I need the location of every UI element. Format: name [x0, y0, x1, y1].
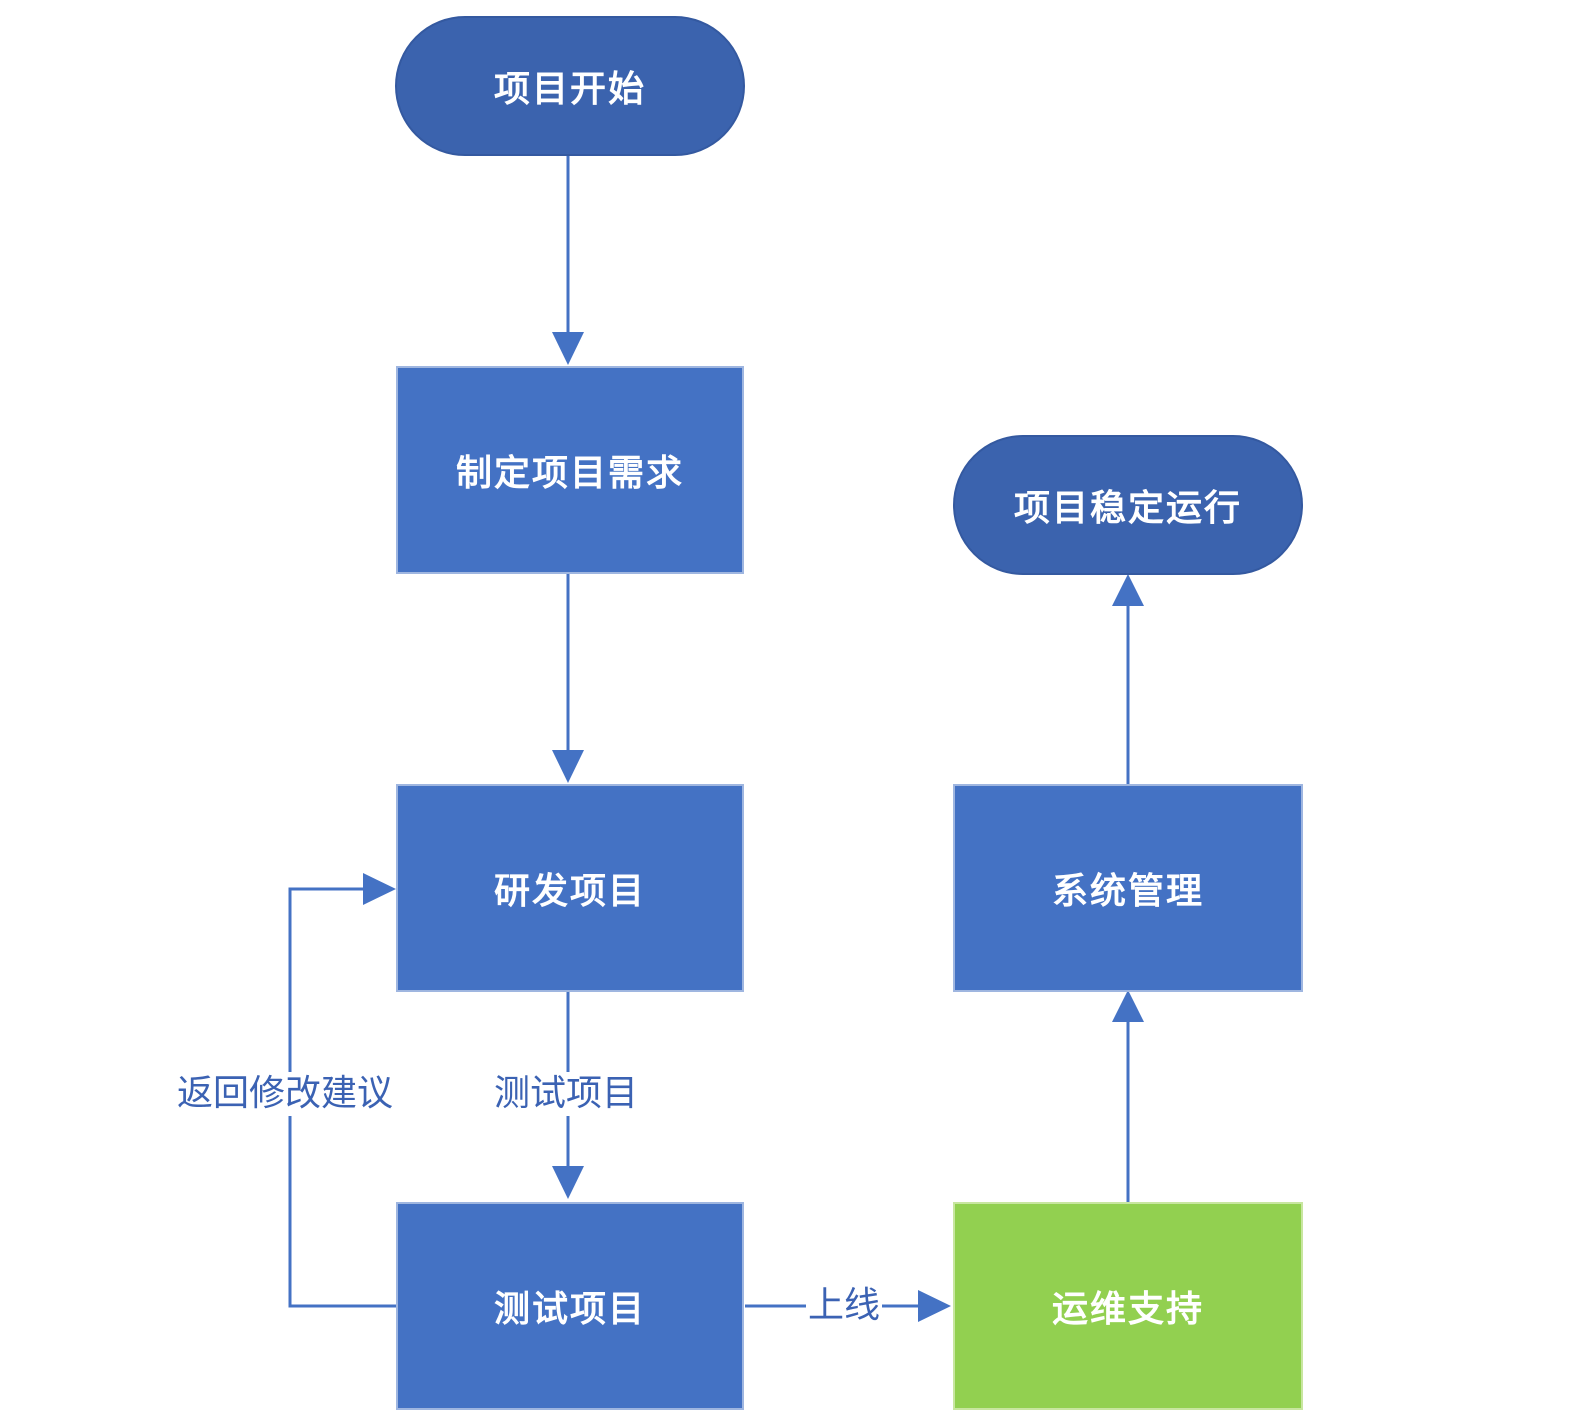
node-develop-label: 研发项目 — [493, 871, 646, 912]
arrowhead-feedback — [363, 873, 396, 905]
node-support-label: 运维支持 — [1051, 1289, 1204, 1330]
node-test-label: 测试项目 — [493, 1289, 646, 1330]
edge-label-testing: 测试项目 — [490, 1072, 643, 1116]
node-requirements-label: 制定项目需求 — [455, 453, 684, 494]
node-end: 项目稳定运行 — [953, 435, 1303, 575]
arrowhead-requirements-to-develop — [552, 750, 584, 783]
node-system-mgmt-label: 系统管理 — [1051, 871, 1204, 912]
node-support: 运维支持 — [953, 1202, 1303, 1410]
arrowhead-support-to-system — [1112, 990, 1144, 1022]
node-develop: 研发项目 — [396, 784, 744, 992]
arrowhead-system-to-end — [1112, 574, 1144, 606]
node-start: 项目开始 — [395, 16, 745, 156]
node-test: 测试项目 — [396, 1202, 744, 1410]
node-start-label: 项目开始 — [493, 69, 646, 110]
edge-label-go-live: 上线 — [806, 1284, 883, 1328]
node-requirements: 制定项目需求 — [396, 366, 744, 574]
node-system-mgmt: 系统管理 — [953, 784, 1303, 992]
edge-label-return-suggestions: 返回修改建议 — [175, 1072, 396, 1116]
arrowhead-develop-to-test — [552, 1166, 584, 1199]
arrowhead-test-to-support — [918, 1290, 951, 1322]
node-end-label: 项目稳定运行 — [1013, 488, 1242, 529]
arrowhead-start-to-requirements — [552, 332, 584, 365]
